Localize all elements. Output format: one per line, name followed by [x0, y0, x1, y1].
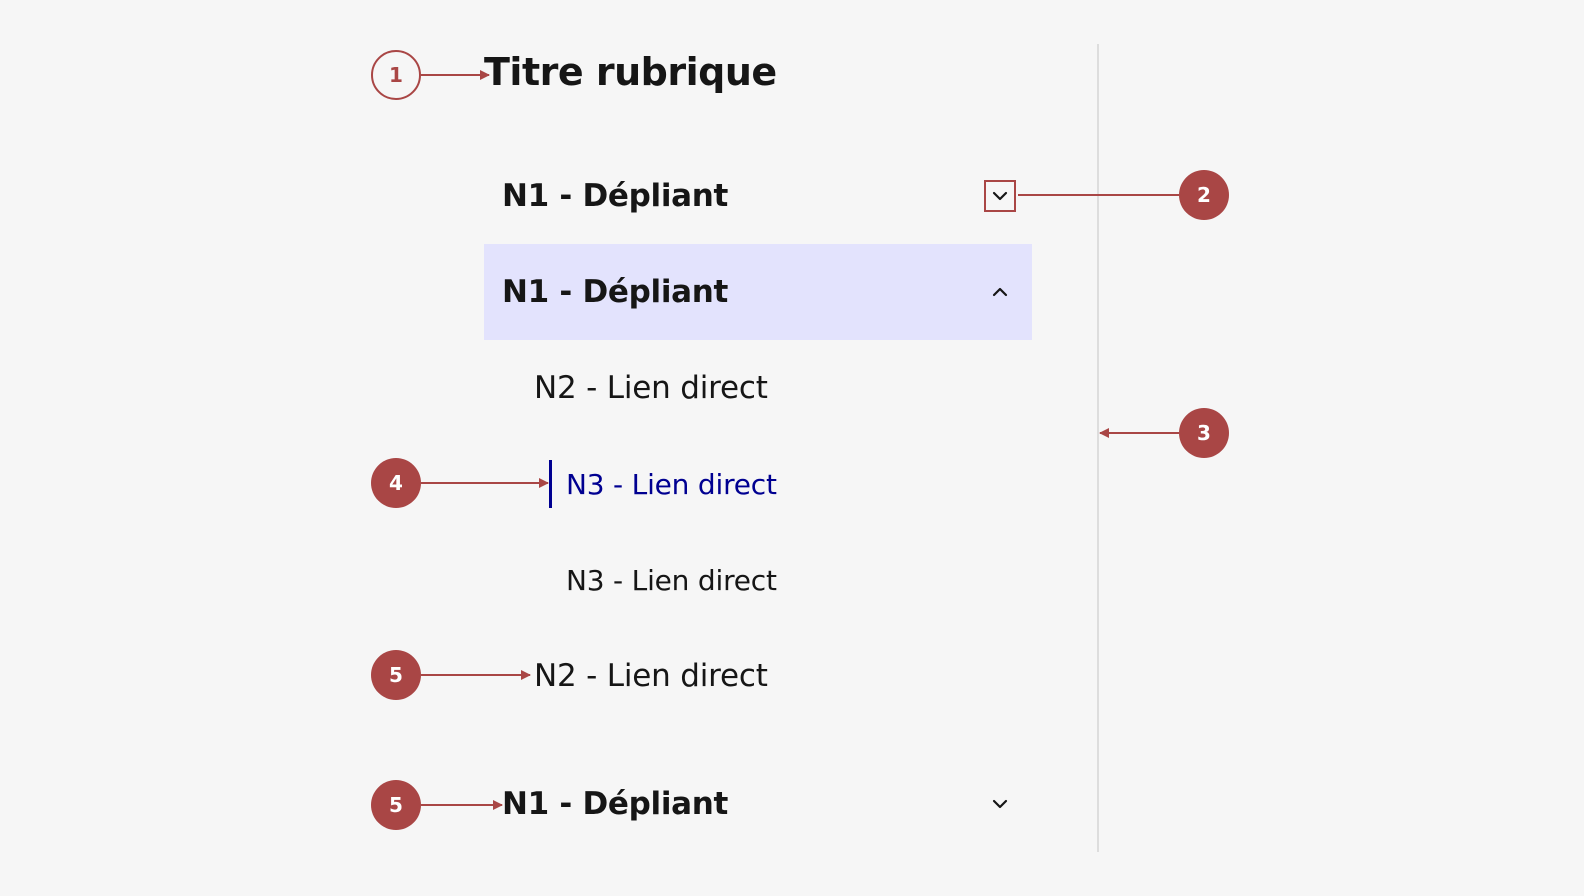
- chevron-up-icon[interactable]: [984, 276, 1016, 308]
- menu-link-n2[interactable]: N2 - Lien direct: [484, 628, 1032, 724]
- menu-link-label: N2 - Lien direct: [534, 658, 768, 694]
- menu-item-n1-collapsed[interactable]: N1 - Dépliant: [484, 756, 1032, 852]
- annotation-marker-4: 4: [371, 458, 421, 508]
- chevron-down-icon[interactable]: [984, 180, 1016, 212]
- annotation-marker-1: 1: [371, 50, 421, 100]
- annotation-marker-2: 2: [1179, 170, 1229, 220]
- menu-item-n1-collapsed[interactable]: N1 - Dépliant: [484, 148, 1032, 244]
- menu-link-n2[interactable]: N2 - Lien direct: [484, 340, 1032, 436]
- menu-link-label: N3 - Lien direct: [566, 467, 777, 501]
- sidebar-separator: [1097, 44, 1099, 852]
- section-title: Titre rubrique: [484, 50, 777, 94]
- menu-item-label: N1 - Dépliant: [502, 274, 729, 310]
- annotation-marker-3: 3: [1179, 408, 1229, 458]
- menu-link-n3[interactable]: N3 - Lien direct: [484, 532, 1032, 628]
- menu-link-label: N3 - Lien direct: [566, 563, 777, 597]
- menu-link-label: N2 - Lien direct: [534, 370, 768, 406]
- menu-item-label: N1 - Dépliant: [502, 786, 729, 822]
- annotation-marker-5: 5: [371, 780, 421, 830]
- annotation-marker-5: 5: [371, 650, 421, 700]
- menu-item-label: N1 - Dépliant: [502, 178, 729, 214]
- menu-link-n3-active[interactable]: N3 - Lien direct: [484, 436, 1032, 532]
- active-indicator: [549, 460, 552, 508]
- chevron-down-icon[interactable]: [984, 788, 1016, 820]
- menu-item-n1-expanded[interactable]: N1 - Dépliant: [484, 244, 1032, 340]
